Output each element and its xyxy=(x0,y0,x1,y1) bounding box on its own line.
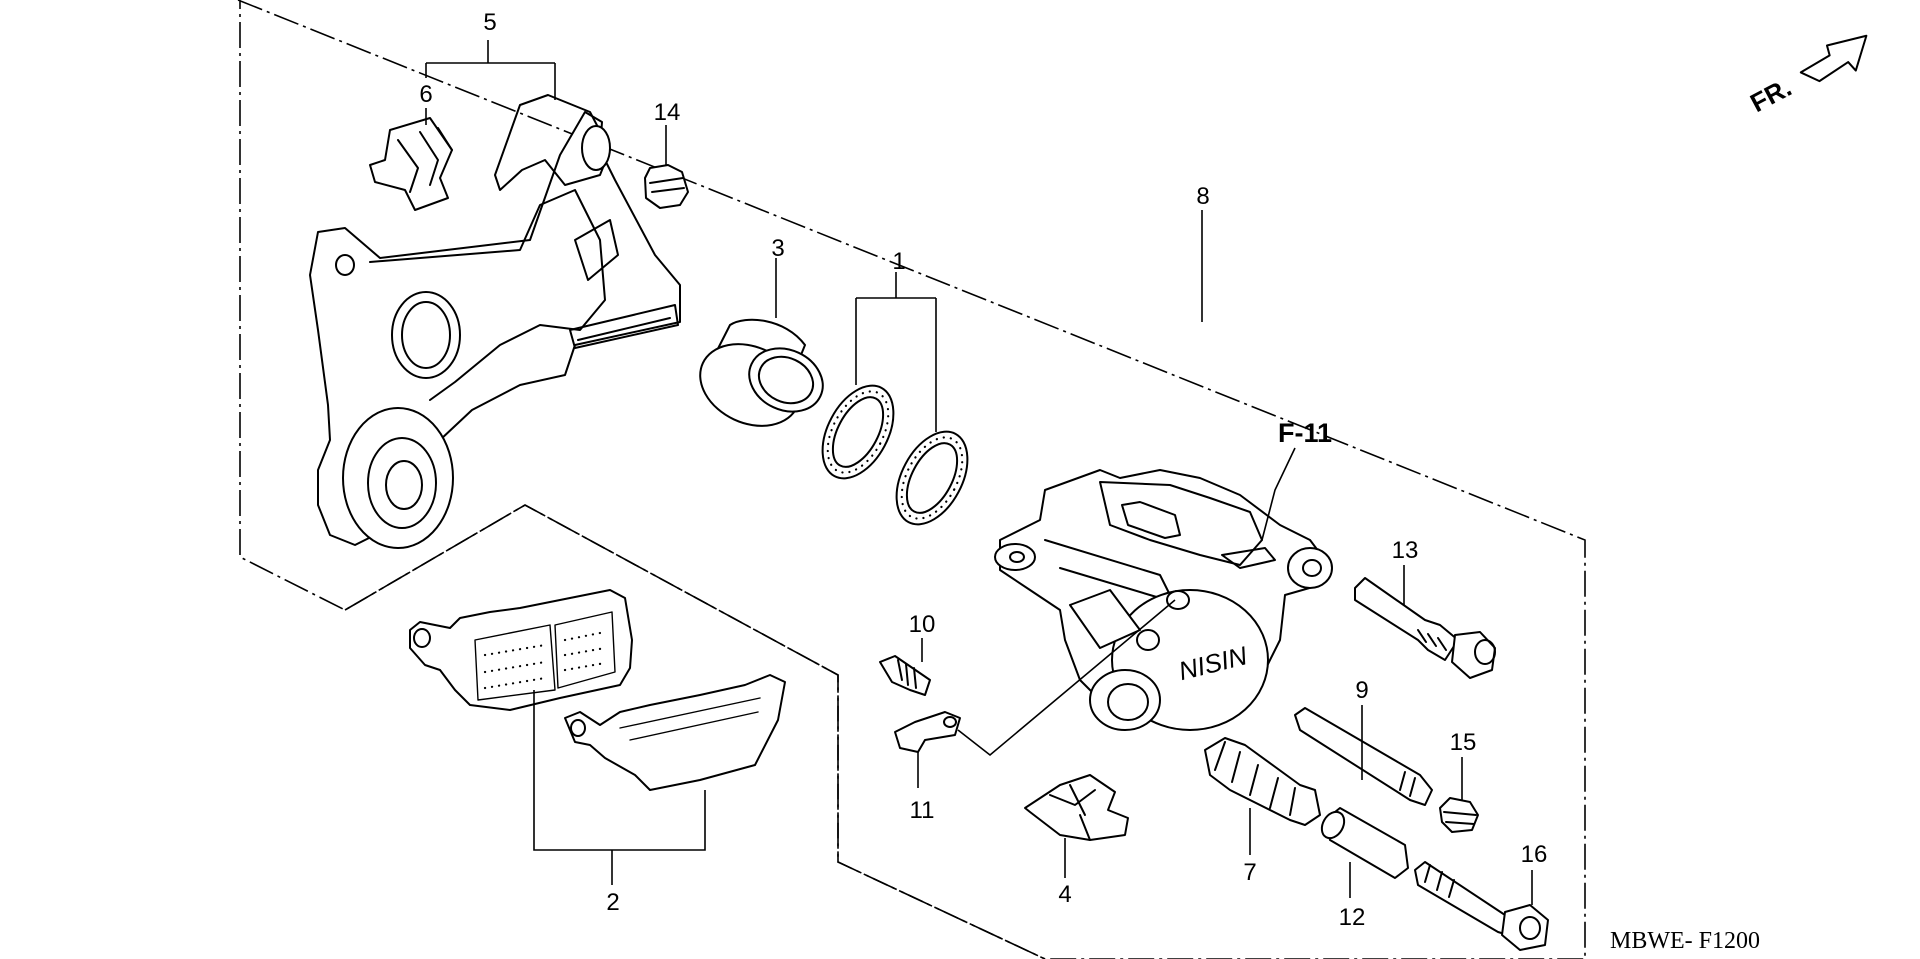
part-caliper-body: NISIN xyxy=(994,469,1333,731)
callout-10: 10 xyxy=(909,611,936,638)
callouts: 5 6 14 3 1 8 F-11 13 10 11 9 15 4 7 12 1… xyxy=(419,9,1547,931)
part-bolt-16 xyxy=(1414,861,1549,951)
callout-2: 2 xyxy=(606,889,619,916)
part-nut-15 xyxy=(1439,797,1479,833)
group-boundaries xyxy=(237,0,1586,959)
part-pad-clip-4 xyxy=(1024,774,1129,841)
part-pad-retainer-spring xyxy=(369,117,453,211)
callout-1: 1 xyxy=(892,248,905,275)
part-boot-7 xyxy=(1204,737,1321,826)
part-bleeder-cap xyxy=(894,711,961,753)
part-pin-bolt-13 xyxy=(1354,577,1496,679)
callout-15: 15 xyxy=(1450,729,1477,756)
front-arrow: FR. xyxy=(1745,34,1868,118)
leader-lines xyxy=(425,40,1533,905)
part-brake-pads xyxy=(409,589,786,791)
callout-9: 9 xyxy=(1355,677,1368,704)
callout-12: 12 xyxy=(1339,904,1366,931)
callout-6: 6 xyxy=(419,81,432,108)
callout-7: 7 xyxy=(1243,859,1256,886)
leader-2 xyxy=(533,690,706,851)
part-bleeder-screw xyxy=(879,655,931,696)
boundary-caliper-group xyxy=(237,0,1586,959)
part-sleeve-12 xyxy=(1320,807,1409,879)
part-pin-9 xyxy=(1294,707,1433,806)
callout-14: 14 xyxy=(654,99,681,126)
callout-8: 8 xyxy=(1196,183,1209,210)
part-nut-14 xyxy=(644,164,689,209)
part-caliper-bracket xyxy=(309,94,681,549)
callout-5: 5 xyxy=(483,9,496,36)
callout-16: 16 xyxy=(1521,841,1548,868)
part-piston xyxy=(699,318,824,427)
callout-11: 11 xyxy=(910,797,935,824)
reference-label: F-11 xyxy=(1278,418,1332,448)
front-arrow-label: FR. xyxy=(1745,72,1796,118)
callout-3: 3 xyxy=(771,235,784,262)
callout-13: 13 xyxy=(1392,537,1419,564)
figure-code: MBWE- F1200 xyxy=(1610,928,1760,954)
boundary-pad-group xyxy=(344,504,1046,959)
part-piston-seals xyxy=(821,384,969,526)
callout-4: 4 xyxy=(1058,881,1071,908)
